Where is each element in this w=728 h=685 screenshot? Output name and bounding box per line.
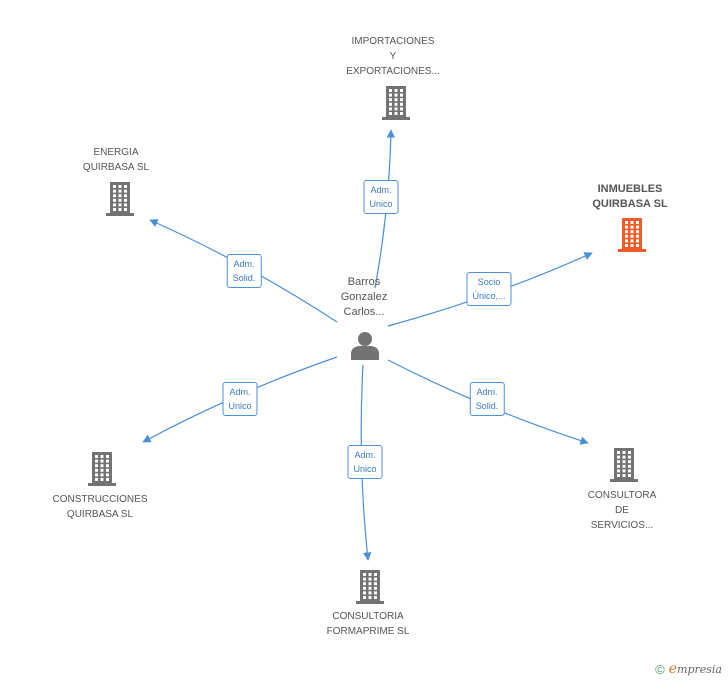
copyright-symbol: © [655,661,665,677]
brand-name: mpresia [677,663,722,676]
edge-label-importaciones[interactable]: Adm. Unico [363,180,399,214]
center-person-name[interactable]: Barros Gonzalez Carlos... [340,276,388,318]
node-label-energia[interactable]: ENERGIA QUIRBASA SL [82,147,150,173]
edge-label-consultora[interactable]: Adm. Solid. [469,382,505,416]
building-icon-inmuebles[interactable] [616,218,648,252]
brand-initial: e [668,661,678,677]
brand-logo: empresia [669,661,722,677]
edge-label-inmuebles[interactable]: Socio Único,... [466,272,512,306]
building-icon-energia[interactable] [104,182,136,216]
edge-label-energia[interactable]: Adm. Solid. [226,254,262,288]
node-label-formaprime[interactable]: CONSULTORIA FORMAPRIME SL [326,611,410,637]
building-icon-formaprime[interactable] [354,570,386,604]
building-icon-construcciones[interactable] [86,452,118,486]
building-icon-importaciones[interactable] [380,86,412,120]
node-label-construcciones[interactable]: CONSTRUCCIONES QUIRBASA SL [52,494,148,520]
node-label-inmuebles[interactable]: INMUEBLES QUIRBASA SL [592,183,668,210]
footer-brand: © empresia [655,661,722,677]
node-label-importaciones[interactable]: IMPORTACIONES Y EXPORTACIONES... [346,36,440,77]
edge-label-formaprime[interactable]: Adm. Unico [347,445,383,479]
building-icon-consultora[interactable] [608,448,640,482]
edge-label-construcciones[interactable]: Adm. Unico [222,382,258,416]
node-label-consultora[interactable]: CONSULTORA DE SERVICIOS... [587,490,657,531]
person-icon[interactable] [350,330,380,360]
